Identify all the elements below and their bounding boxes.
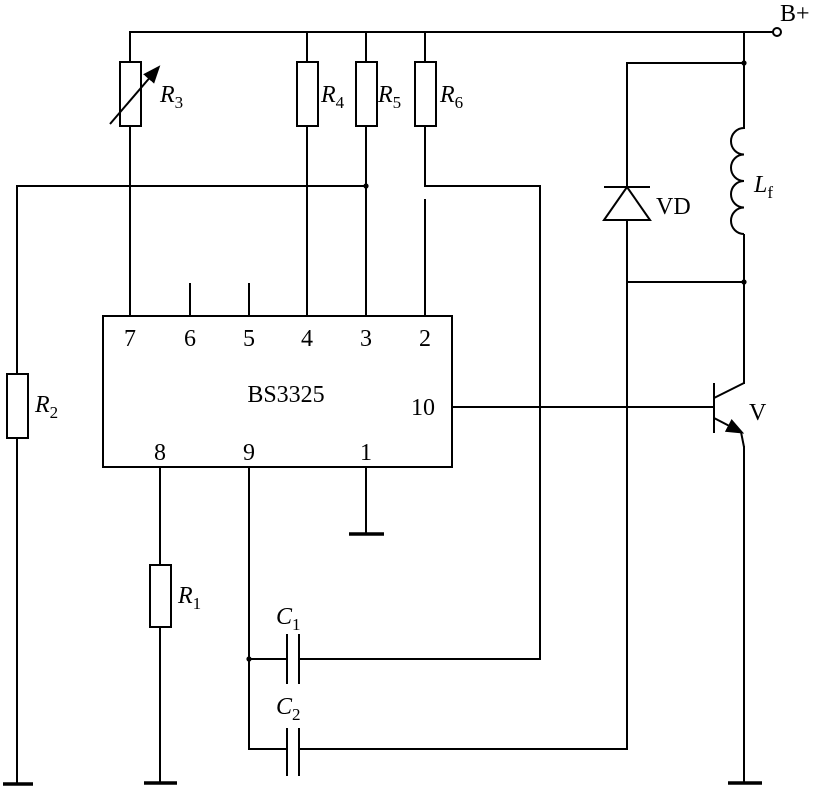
wires (16, 31, 774, 785)
lf-label: Lf (753, 172, 773, 202)
pin-7-label: 7 (124, 326, 136, 352)
pin-1-label: 1 (360, 440, 372, 466)
supply-terminal: B+ (772, 1, 810, 37)
ic-name: BS3325 (247, 382, 324, 408)
pin-5-label: 5 (243, 326, 255, 352)
pin-2-label: 2 (419, 326, 431, 352)
resistor-r3: R3 (109, 61, 183, 127)
inductor-lf: Lf (730, 127, 773, 244)
transistor-v: V (713, 382, 767, 448)
capacitor-c2: C2 (276, 694, 301, 776)
r6-label: R6 (439, 82, 463, 112)
resistor-r2: R2 (6, 373, 58, 439)
pin-4-label: 4 (301, 326, 313, 352)
junction-dots (246, 60, 747, 662)
capacitor-c1: C1 (276, 604, 301, 684)
resistor-r1: R1 (149, 564, 201, 628)
v-label: V (749, 400, 767, 426)
ic-bs3325: BS3325 7 6 5 4 3 2 8 9 1 10 (102, 315, 453, 468)
c1-label: C1 (276, 604, 301, 634)
r4-label: R4 (320, 82, 345, 112)
pin-9-label: 9 (243, 440, 255, 466)
resistor-r4: R4 (296, 61, 345, 127)
vd-label: VD (656, 194, 691, 220)
ground-symbols (3, 532, 762, 786)
pin-6-label: 6 (184, 326, 196, 352)
pin-8-label: 8 (154, 440, 166, 466)
r2-label: R2 (34, 392, 58, 422)
c2-label: C2 (276, 694, 301, 724)
supply-label: B+ (780, 1, 810, 27)
resistor-r5: R5 (355, 61, 401, 127)
pin-3-label: 3 (360, 326, 372, 352)
r3-label: R3 (159, 82, 183, 112)
pin-10-label: 10 (411, 395, 435, 421)
r1-label: R1 (177, 583, 201, 613)
r5-label: R5 (377, 82, 401, 112)
diode-vd: VD (602, 185, 691, 221)
resistor-r6: R6 (414, 61, 463, 127)
